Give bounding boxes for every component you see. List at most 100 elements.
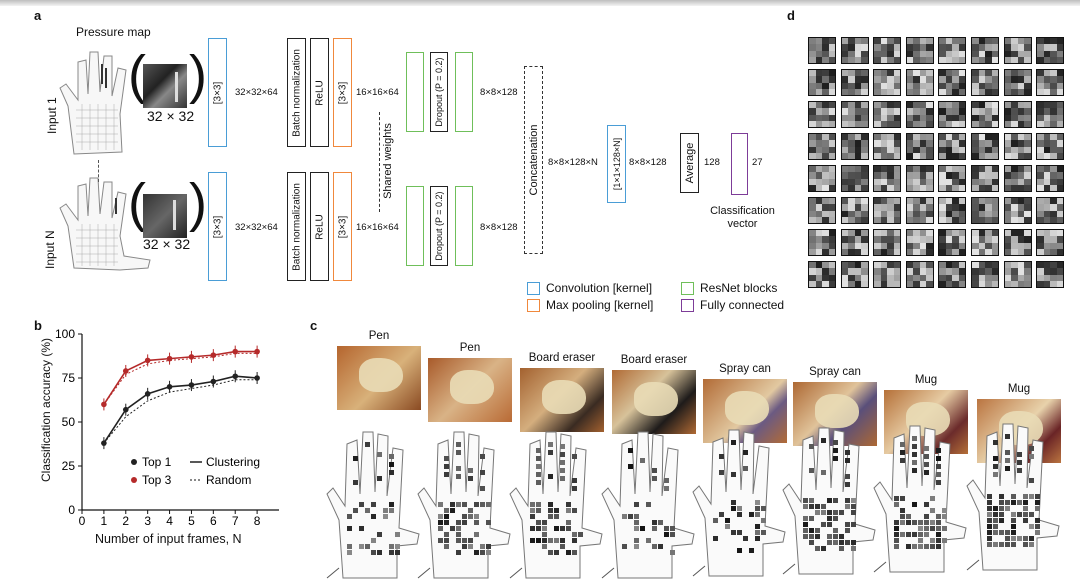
x-tick-label: 4: [166, 514, 173, 528]
series-line-3: [103, 352, 258, 405]
filter-tile: [938, 165, 967, 192]
filter-tile: [873, 165, 902, 192]
hand-pressure-map: [782, 427, 876, 575]
chart-ylabel: Classification accuracy (%): [39, 337, 53, 482]
filter-tile: [808, 261, 836, 288]
panel-label-b: b: [34, 318, 42, 333]
conv-block-1: [3×3]: [208, 38, 227, 147]
filter-tile: [905, 101, 934, 128]
pool-block-1: [3×3]: [333, 38, 352, 147]
filter-tile: [1003, 37, 1032, 64]
average-block: Average: [680, 133, 699, 193]
paren-open-1: (: [128, 45, 146, 105]
resnet-block-nb: [455, 186, 473, 266]
object-photo: [612, 370, 696, 434]
legend-swatch-res: [681, 282, 694, 295]
object-label: Spray can: [809, 366, 861, 378]
filter-tile: [808, 133, 836, 160]
conv-block-n: [3×3]: [208, 172, 227, 281]
pressure-map-image-1: [143, 64, 187, 108]
classification-vector-label: Classification vector: [710, 205, 775, 230]
concatenation-block: Concatenation: [524, 66, 543, 254]
filter-tile: [971, 69, 999, 96]
dim-label-5: 8×8×128: [629, 157, 667, 168]
filter-tile: [840, 37, 869, 64]
object-label: Pen: [368, 330, 390, 342]
pressure-map-title: Pressure map: [76, 25, 151, 39]
legend-swatch-pool: [527, 299, 540, 312]
filter-tile: [873, 197, 902, 224]
filter-tile: [1036, 229, 1065, 256]
filter-tile: [971, 133, 999, 160]
fully-connected-block: [731, 133, 748, 195]
filter-tile: [971, 165, 999, 192]
y-tick-label: 75: [62, 371, 76, 385]
dropout-block-1: Dropout (P = 0.2): [430, 52, 448, 132]
object-photo: [520, 368, 604, 432]
series-line-2: [103, 350, 258, 405]
filter-tile: [1003, 229, 1032, 256]
filter-tile: [938, 69, 967, 96]
input-separator: [98, 160, 99, 182]
paren-close-1: ): [189, 45, 207, 105]
legend-marker-label: Top 1: [142, 455, 172, 469]
legend-conv: Convolution [kernel]: [546, 281, 653, 295]
legend-fc: Fully connected: [700, 298, 785, 312]
filter-tile: [905, 37, 934, 64]
filter-tile: [808, 37, 836, 64]
filter-tile: [905, 69, 934, 96]
batchnorm-block-1: Batch normalization: [287, 38, 306, 147]
filter-tile: [1003, 101, 1032, 128]
hand-pressure-map: [873, 425, 967, 573]
x-tick-label: 2: [122, 514, 129, 528]
dim-label-1: 32×32×64: [235, 87, 278, 98]
data-point: [254, 348, 260, 355]
panel-label-c: c: [310, 318, 318, 333]
paren-close-n: ): [189, 173, 207, 233]
legend-line-label: Random: [206, 473, 251, 487]
data-point: [122, 368, 129, 374]
dim-label-3n: 8×8×128: [480, 222, 518, 233]
pressure-map-image-n: [143, 194, 187, 238]
filter-tile: [905, 197, 934, 224]
filter-tile: [1003, 261, 1032, 288]
filter-tile: [971, 37, 999, 64]
panel-label-a: a: [34, 8, 42, 23]
filter-tile: [905, 165, 934, 192]
hand-pressure-map: [966, 423, 1060, 571]
filter-tile: [873, 69, 902, 96]
filter-tile: [1003, 133, 1032, 160]
hand-pressure-map: [509, 431, 603, 579]
object-label: Mug: [1007, 383, 1031, 395]
hand-pressure-map: [692, 429, 786, 577]
hand-pressure-map: [326, 431, 420, 579]
data-point: [122, 406, 129, 413]
legend-line-label: Clustering: [206, 455, 260, 469]
legend-res: ResNet blocks: [700, 281, 778, 295]
filter-tile: [1036, 101, 1065, 128]
legend-pool: Max pooling [kernel]: [546, 298, 654, 312]
filter-tile: [873, 37, 902, 64]
filter-tile: [873, 261, 902, 288]
panel-label-d: d: [787, 8, 795, 23]
filter-tile: [1036, 133, 1065, 160]
y-tick-label: 100: [55, 327, 75, 341]
size-label-1: 32 × 32: [147, 108, 195, 124]
x-tick-label: 3: [144, 514, 151, 528]
legend-swatch-conv: [527, 282, 540, 295]
object-photo: [337, 346, 421, 410]
x-tick-label: 6: [210, 514, 217, 528]
shared-weights-label: Shared weights: [382, 123, 394, 199]
filter-tile: [808, 197, 836, 224]
x-tick-label: 0: [79, 514, 86, 528]
filter-tile: [905, 229, 934, 256]
y-tick-label: 50: [62, 415, 76, 429]
filter-tile: [873, 229, 902, 256]
filter-tile: [808, 69, 836, 96]
filter-tile: [938, 229, 967, 256]
data-point: [166, 384, 173, 390]
hand-pressure-map: [417, 431, 511, 579]
object-label: Pen: [459, 342, 481, 354]
x-tick-label: 8: [254, 514, 261, 528]
